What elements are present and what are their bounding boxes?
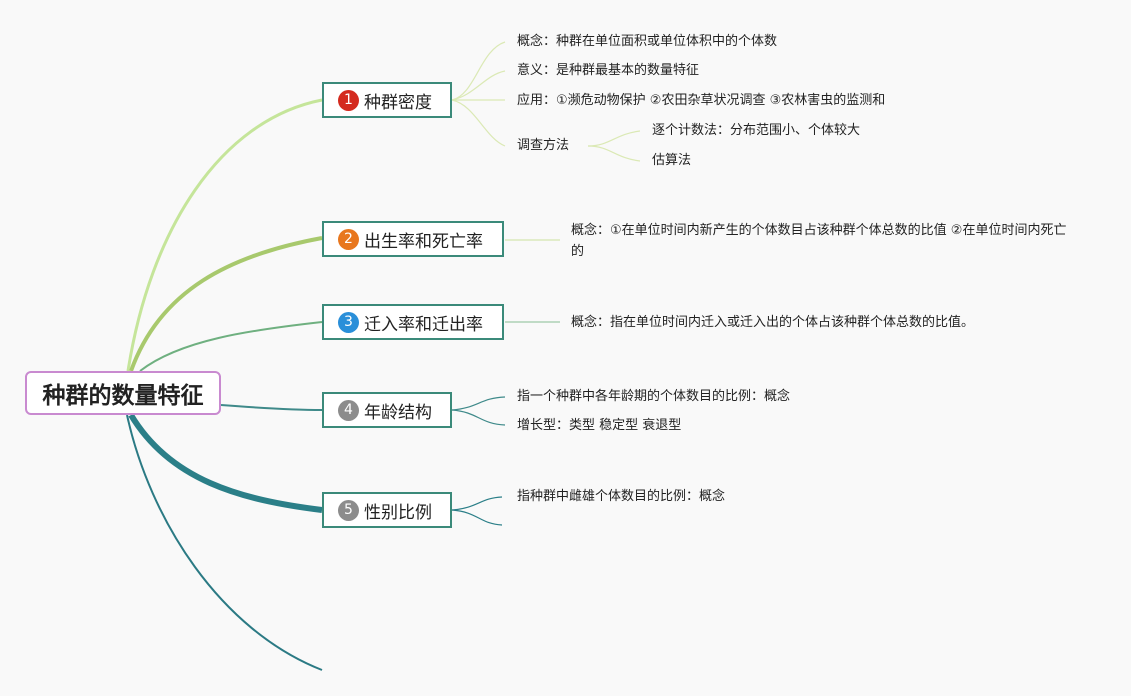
branch-1-leaf-method[interactable]: 调查方法 xyxy=(517,138,570,153)
number-3-badge-icon: 3 xyxy=(338,311,359,333)
connector-branch-5 xyxy=(128,413,323,513)
branch-1-leaf-application[interactable]: 应用：①濒危动物保护 ②农田杂草状况调查 ③农林害虫的监测和 xyxy=(517,93,886,108)
branch-label: 性别比例 xyxy=(364,502,432,523)
number-4-badge-icon: 4 xyxy=(338,399,359,421)
branch-topic-5[interactable]: 5 性别比例 xyxy=(322,492,452,528)
branch-5-leaf-concept[interactable]: 指种群中雌雄个体数目的比例：概念 xyxy=(517,489,726,504)
branch-5-leaf-lines xyxy=(451,496,503,526)
connector-extra xyxy=(126,414,323,671)
branch-topic-4[interactable]: 4 年龄结构 xyxy=(322,392,452,428)
branch-label: 出生率和死亡率 xyxy=(364,231,483,252)
branch-4-leaf-types[interactable]: 增长型：类型 稳定型 衰退型 xyxy=(517,418,682,433)
branch-label: 年龄结构 xyxy=(364,402,432,423)
branch-1-method-estimate[interactable]: 估算法 xyxy=(652,153,692,168)
number-5-badge-icon: 5 xyxy=(338,499,359,521)
branch-topic-2[interactable]: 2 出生率和死亡率 xyxy=(322,221,504,257)
branch-1-leaf-meaning[interactable]: 意义：是种群最基本的数量特征 xyxy=(517,63,700,78)
connector-branch-2 xyxy=(129,236,323,372)
branch-topic-1[interactable]: 1 种群密度 xyxy=(322,82,452,118)
number-1-badge-icon: 1 xyxy=(338,89,359,111)
branch-3-leaf-concept[interactable]: 概念：指在单位时间内迁入或迁入出的个体占该种群个体总数的比值。 xyxy=(571,315,975,330)
number-2-badge-icon: 2 xyxy=(338,228,359,250)
branch-label: 迁入率和迁出率 xyxy=(364,314,483,335)
branch-1-method-count[interactable]: 逐个计数法：分布范围小、个体较大 xyxy=(652,123,861,138)
connector-branch-3 xyxy=(139,321,323,372)
branch-topic-3[interactable]: 3 迁入率和迁出率 xyxy=(322,304,504,340)
branch-label: 种群密度 xyxy=(364,92,432,113)
branch-4-leaf-concept[interactable]: 指一个种群中各年龄期的个体数目的比例：概念 xyxy=(517,389,791,404)
branch-1-leaf-concept[interactable]: 概念：种群在单位面积或单位体积中的个体数 xyxy=(517,34,778,49)
root-topic[interactable]: 种群的数量特征 xyxy=(25,371,221,415)
branch-2-leaf-concept[interactable]: 概念：①在单位时间内新产生的个体数目占该种群个体总数的比值 ②在单位时间内死亡的 xyxy=(571,223,1067,259)
branch-4-leaf-lines xyxy=(451,396,506,426)
connector-branch-4 xyxy=(220,404,323,411)
branch-1-leaf-lines xyxy=(451,41,641,162)
connector-branch-1 xyxy=(126,98,323,372)
